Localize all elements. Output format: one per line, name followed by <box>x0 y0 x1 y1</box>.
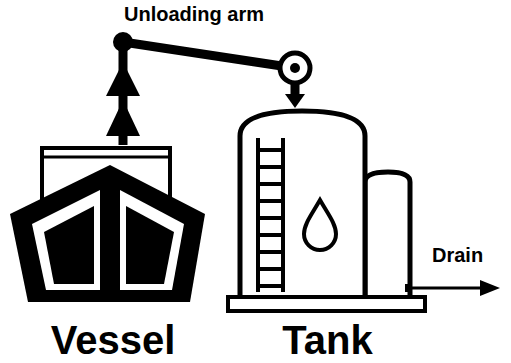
drain-line <box>410 287 482 290</box>
flow-label: Drain <box>432 243 483 267</box>
edge-label: Unloading arm <box>124 2 264 26</box>
node-label: Tank <box>282 318 372 362</box>
arm-joint-center <box>290 63 300 73</box>
drain-arrowhead <box>480 280 500 296</box>
arm-pivot <box>113 32 133 52</box>
icon-node: Tank <box>225 108 430 362</box>
mast-triangles <box>106 62 140 136</box>
arm-joint <box>280 53 310 83</box>
node-label: Vessel <box>51 318 176 362</box>
icon-node: Vessel <box>8 145 218 362</box>
